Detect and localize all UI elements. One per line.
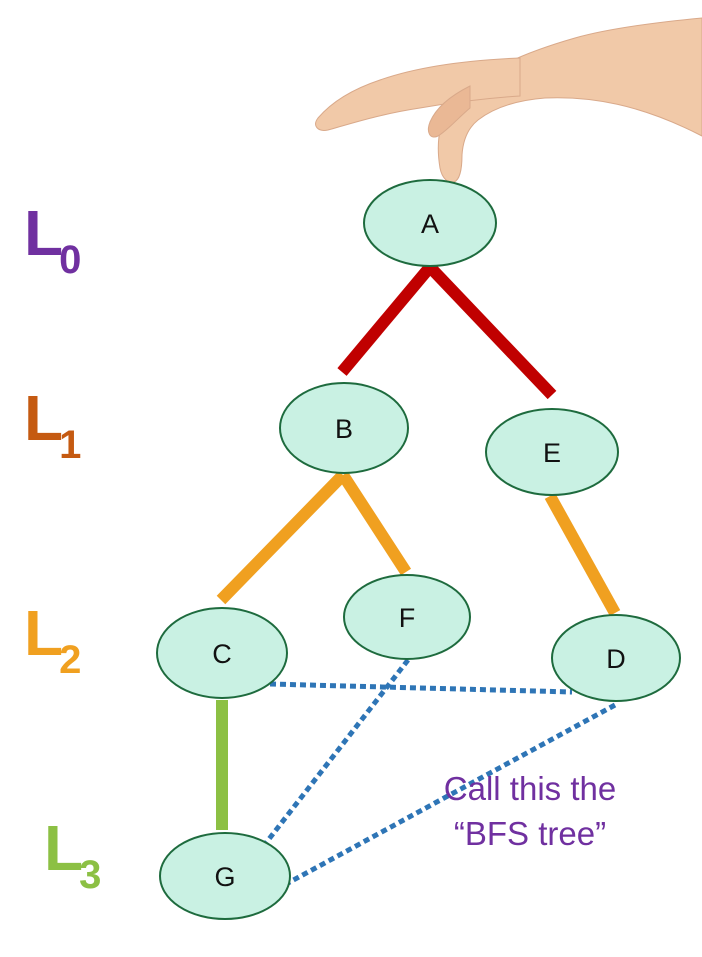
caption-line-2: “BFS tree” [454, 815, 606, 852]
node-B-label: B [335, 414, 353, 444]
node-F-label: F [399, 603, 416, 633]
node-E-shape [485, 408, 619, 496]
tree-edge-B-C [216, 470, 348, 605]
node-A-shape [363, 179, 497, 267]
hand-illustration [315, 17, 702, 183]
graph-nodes: A B E C F D G [156, 179, 681, 920]
tree-edge-A-B [337, 263, 435, 376]
hand-palm [437, 17, 702, 183]
level-label-1: L1 [24, 382, 81, 467]
node-C-label: C [212, 639, 232, 669]
node-E: E [485, 408, 619, 496]
level-label-2: L2 [24, 597, 81, 682]
node-D-label: D [606, 644, 626, 674]
tree-edges [216, 262, 621, 830]
node-A: A [363, 179, 497, 267]
tree-edge-A-E [425, 262, 557, 400]
node-E-label: E [543, 438, 561, 468]
node-F-shape [343, 574, 471, 660]
node-G: G [159, 832, 291, 920]
node-G-label: G [214, 862, 235, 892]
caption-line-1: Call this the [444, 770, 616, 807]
non-tree-edges [260, 658, 617, 886]
node-D-shape [551, 614, 681, 702]
non-tree-edge-C-D [269, 681, 573, 695]
tree-edge-B-F [337, 471, 412, 576]
tree-edge-E-D [544, 493, 621, 616]
hand-index-finger [315, 57, 521, 131]
node-F: F [343, 574, 471, 660]
level-label-3: L3 [44, 812, 101, 897]
node-B: B [279, 382, 409, 474]
node-B-shape [279, 382, 409, 474]
node-G-shape [159, 832, 291, 920]
node-C-shape [156, 607, 288, 699]
level-label-0: L0 [24, 197, 81, 282]
hand-thumb [427, 85, 471, 138]
non-tree-edge-D-G [286, 702, 617, 886]
node-A-label: A [421, 209, 439, 239]
node-C: C [156, 607, 288, 699]
node-D: D [551, 614, 681, 702]
